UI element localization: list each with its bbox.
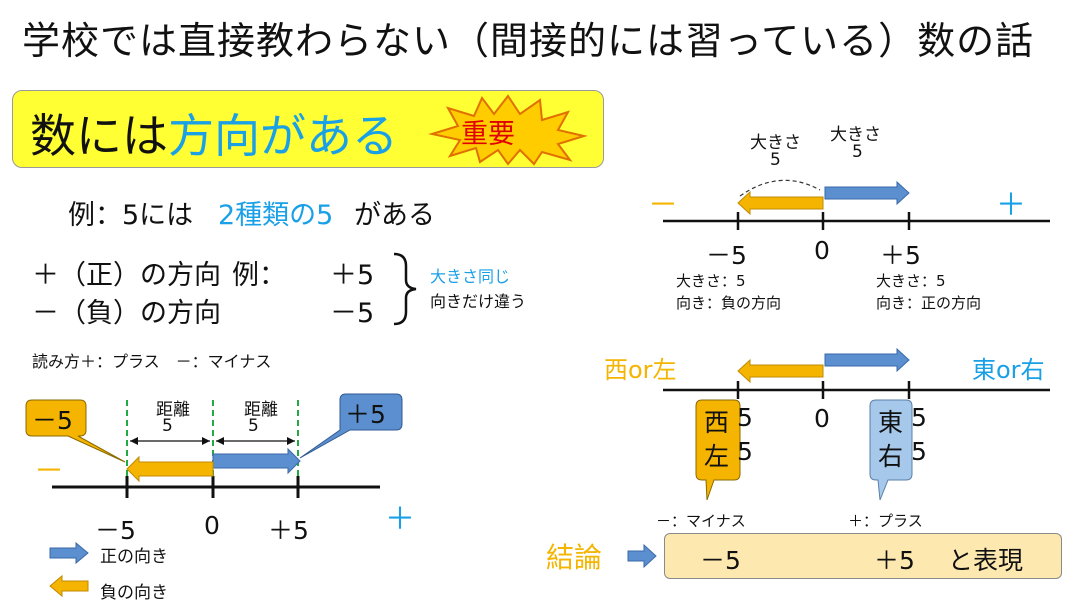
tick-label-zero: 0 [204, 511, 220, 540]
negative-five: －5 [330, 298, 375, 329]
conclusion-arrow-icon [627, 543, 657, 569]
west-char: 西 [704, 408, 730, 437]
example-highlight: 2種類の5 [218, 200, 334, 231]
example-prefix: 例：5には [68, 200, 194, 231]
negative-arrow [737, 358, 824, 384]
distance-value: 5 [248, 416, 259, 436]
distance-label: 距離 [244, 400, 278, 420]
positive-arrow [212, 447, 301, 475]
east-char: 東 [878, 408, 904, 437]
page-title: 学校では直接教わらない（間接的には習っている）数の話 [22, 19, 1035, 63]
minus-reading: －：マイナス [656, 512, 746, 530]
distance-label: 距離 [156, 400, 190, 420]
positive-arrow [824, 180, 910, 206]
tick-label-zero: 0 [814, 236, 830, 265]
headline-text: 数には [30, 109, 168, 163]
east-label: 東or右 [972, 356, 1045, 384]
negative-arrow [126, 455, 214, 483]
starburst-icon [428, 94, 588, 166]
callout-pos-text: ＋5 [345, 400, 386, 429]
example-suffix: がある [354, 200, 435, 231]
legend-negative: 負の向き [100, 583, 168, 603]
conclusion-pos: ＋5 [874, 546, 915, 575]
east-five: 5 [911, 403, 927, 432]
headline-highlight: 方向がある [168, 109, 398, 163]
callout-pos-five [299, 393, 403, 459]
right-char: 右 [878, 442, 904, 471]
west-label: 西or左 [604, 356, 677, 384]
legend-negative-arrow [49, 574, 89, 598]
pos-direction-desc: 向き：正の方向 [876, 294, 982, 312]
right-five: 5 [911, 437, 927, 466]
conclusion-neg: －5 [700, 546, 741, 575]
size-label: 大きさ [830, 125, 881, 145]
legend-positive: 正の向き [100, 547, 168, 567]
distance-value: 5 [162, 416, 173, 436]
neg-size-desc: 大きさ：5 [676, 272, 746, 290]
left-char: 左 [704, 442, 730, 471]
negative-arrow [737, 190, 824, 216]
positive-arrow [824, 347, 910, 373]
conclusion-suffix: と表現 [948, 546, 1024, 575]
callout-neg-five [25, 399, 126, 463]
minus-sign: － [34, 454, 64, 489]
tick-label-neg: －5 [95, 516, 136, 545]
east-callout [869, 399, 913, 501]
tick-label-pos: ＋5 [268, 516, 309, 545]
left-five: 5 [737, 437, 753, 466]
size-label: 大きさ [750, 133, 801, 153]
conclusion-label: 結論 [546, 541, 603, 574]
plus-sign: ＋ [996, 188, 1026, 223]
west-callout [695, 399, 741, 501]
plus-reading: ＋：プラス [848, 512, 923, 530]
minus-sign: － [648, 188, 678, 223]
conclusion-box [664, 533, 1062, 579]
neg-direction-desc: 向き：負の方向 [676, 294, 782, 312]
tick-label-zero: 0 [814, 404, 830, 433]
callout-neg-text: －5 [32, 406, 73, 435]
tick-label-neg: －5 [706, 241, 747, 270]
legend-arrows [49, 542, 89, 598]
note-same-size: 大きさ同じ [430, 267, 511, 286]
west-five: 5 [737, 403, 753, 432]
positive-direction-label: ＋（正）の方向 [32, 260, 221, 291]
negative-direction-label: －（負）の方向 [32, 298, 221, 329]
curly-brace-icon [393, 252, 417, 326]
positive-five: ＋5 [330, 260, 375, 291]
plus-sign: ＋ [385, 502, 415, 537]
important-badge: 重要 [461, 119, 515, 150]
example-label: 例： [232, 260, 286, 291]
size-value: 5 [852, 142, 863, 162]
reading-guide: 読み方＋：プラス －：マイナス [32, 352, 272, 371]
legend-positive-arrow [49, 542, 89, 565]
tick-label-pos: ＋5 [880, 241, 921, 270]
pos-size-desc: 大きさ：5 [876, 272, 946, 290]
size-value: 5 [770, 150, 781, 170]
note-diff-direction: 向きだけ違う [430, 292, 527, 311]
